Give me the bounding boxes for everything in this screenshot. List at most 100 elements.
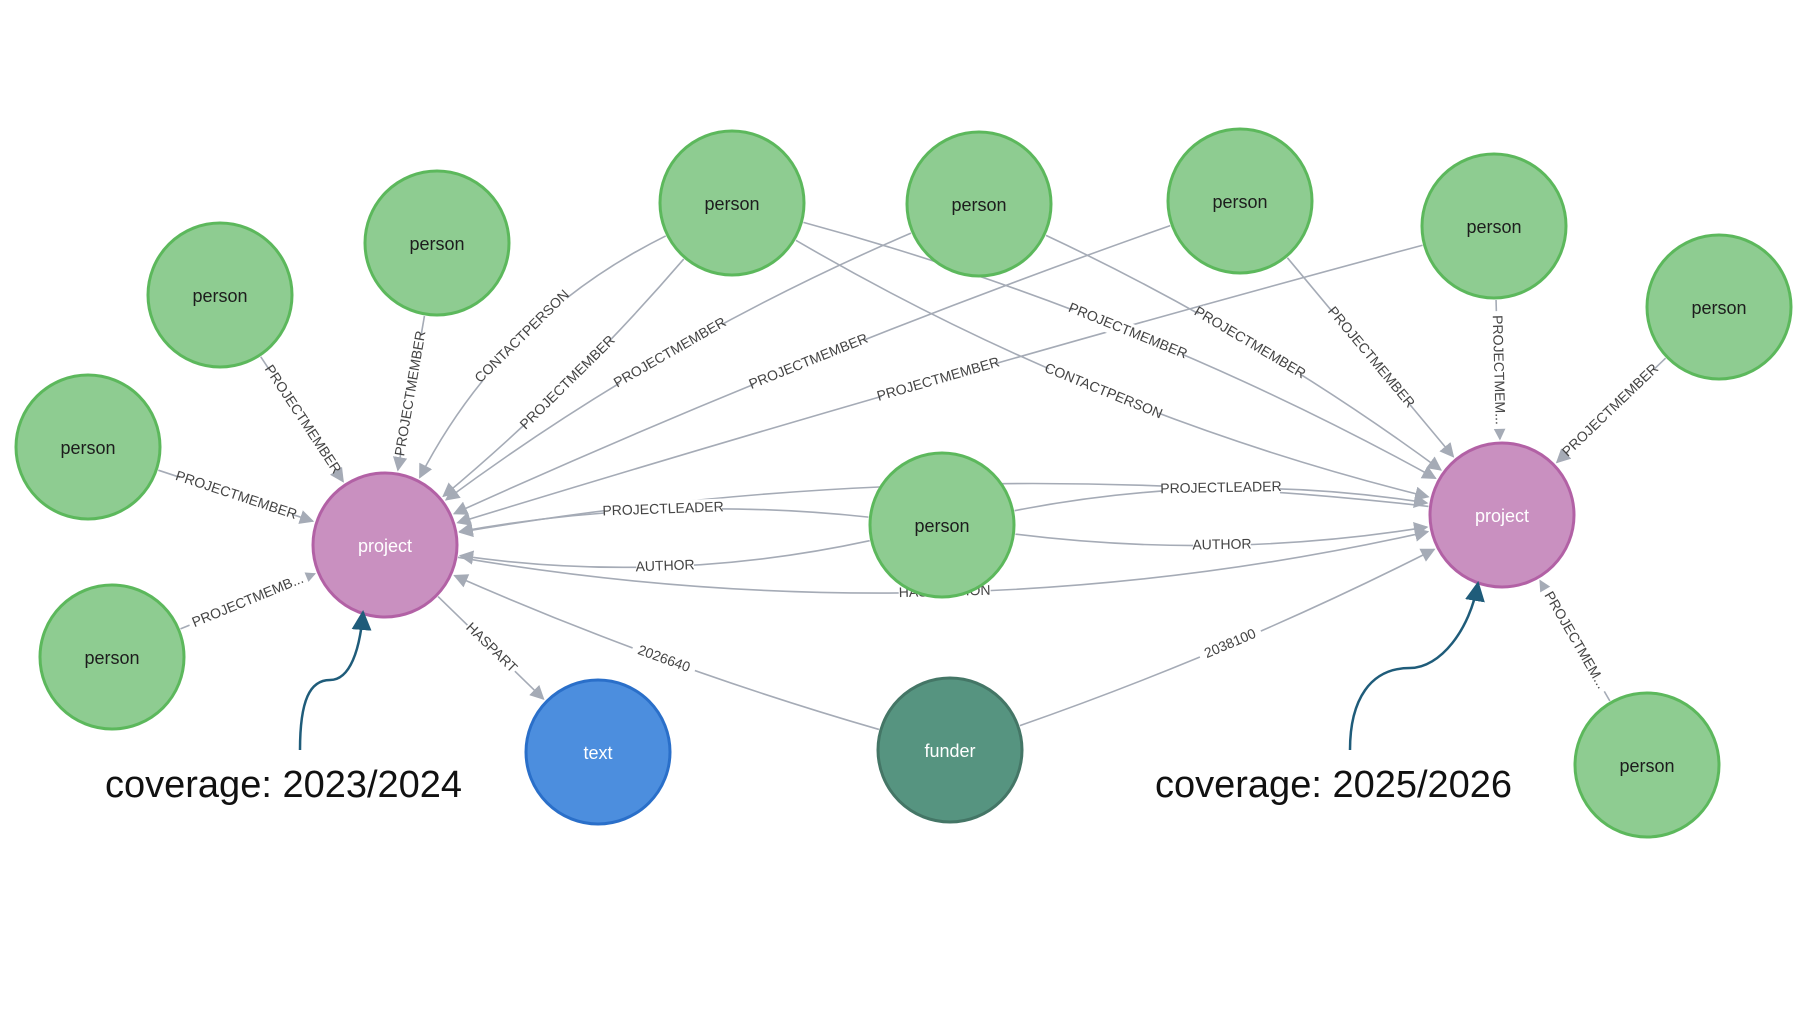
person-node-label: person	[1619, 756, 1674, 776]
edge-label-background	[392, 333, 430, 454]
edge-label-background	[603, 498, 723, 521]
person-node-label: person	[704, 194, 759, 214]
edge-e11	[795, 239, 1430, 501]
person-node-circle[interactable]	[363, 169, 511, 317]
person-node-label: person	[1691, 298, 1746, 318]
node-person-p5[interactable]: person	[658, 129, 806, 277]
person-node-circle[interactable]	[146, 221, 294, 369]
person-node-circle[interactable]	[905, 130, 1053, 278]
edge-label-background	[1487, 310, 1509, 430]
edge-label-background	[262, 365, 343, 474]
edge-label: PROJECTMEMBER	[391, 329, 428, 457]
node-person-p7[interactable]: person	[1166, 127, 1314, 275]
text-node-circle[interactable]	[524, 678, 672, 826]
edge-label-group-e1: PROJECTMEMBER	[262, 362, 345, 477]
edge-label-background	[1326, 306, 1416, 409]
edge-label-group-e5: CONTACTPERSON	[471, 286, 572, 386]
edge-label: PROJECTMEMBER	[1192, 303, 1309, 382]
edge-label-background	[1196, 622, 1265, 666]
node-person-p1[interactable]: person	[146, 221, 294, 369]
node-project-proj2[interactable]: project	[1428, 441, 1576, 589]
edge-label: PROJECTMEMBER	[262, 362, 345, 477]
edge-label-background	[1562, 363, 1660, 458]
person-node-label: person	[951, 195, 1006, 215]
edge-label-group-e23: HASPART	[461, 618, 521, 678]
edge-label-group-e22: PROJECTLEADER	[1160, 478, 1282, 499]
edge-label-background	[1045, 361, 1162, 423]
edge-label-background	[1161, 478, 1281, 499]
edge-label-group-e2: PROJECTMEMBER	[391, 329, 430, 457]
edge-label-background	[750, 331, 867, 393]
person-node-label: person	[84, 648, 139, 668]
node-person-pmid[interactable]: person	[868, 451, 1016, 599]
node-person-p2[interactable]: person	[363, 169, 511, 317]
edge-label-group-e3: PROJECTMEMBER	[174, 467, 299, 523]
edge-label-group-e10: PROJECTMEMBER	[1066, 299, 1190, 362]
edge-label-group-e16: PROJECTMEM...	[1537, 584, 1613, 696]
edge-label-group-e4: PROJECTMEMB...	[186, 568, 310, 634]
edge-label-group-e11: CONTACTPERSON	[1042, 359, 1165, 423]
person-node-circle[interactable]	[868, 451, 1016, 599]
node-person-p6[interactable]: person	[905, 130, 1053, 278]
coverage-right-arrow	[1348, 581, 1485, 751]
edge-label-group-e21: AUTHOR	[1192, 535, 1252, 555]
edge-label-group-e7: PROJECTMEMBER	[611, 314, 729, 391]
edge-label-group-e25: 2038100	[1196, 622, 1265, 666]
person-node-circle[interactable]	[1420, 152, 1568, 300]
funder-node-label: funder	[924, 741, 975, 761]
edge-label-group-e8: PROJECTMEMBER	[746, 330, 870, 393]
edge-label: CONTACTPERSON	[1042, 359, 1165, 421]
edge-e10	[803, 221, 1437, 479]
edge-label-background	[1194, 305, 1305, 382]
nodes-layer: project project person person person person pe…	[14, 127, 1793, 839]
edge-label-background	[879, 355, 998, 405]
edge-label: CONTACTPERSON	[471, 286, 572, 386]
person-node-circle[interactable]	[1573, 691, 1721, 839]
edge-label-group-e15: PROJECTMEMBER	[1559, 360, 1662, 459]
edge-label-background	[177, 468, 295, 523]
funder-node-circle[interactable]	[876, 676, 1024, 824]
node-person-p4[interactable]: person	[38, 583, 186, 731]
edge-label-background	[636, 556, 695, 577]
node-person-p10[interactable]: person	[1573, 691, 1721, 839]
edge-label: 2038100	[1202, 625, 1259, 661]
edge-label: HASPART	[463, 619, 521, 676]
person-node-circle[interactable]	[1645, 233, 1793, 381]
edge-label-background	[186, 568, 310, 634]
edge-e7	[444, 232, 912, 501]
project-node-circle[interactable]	[1428, 441, 1576, 589]
person-node-circle[interactable]	[14, 373, 162, 521]
node-funder-funder[interactable]: funder	[876, 676, 1024, 824]
node-person-p3[interactable]: person	[14, 373, 162, 521]
edge-label: AUTHOR	[1192, 536, 1251, 553]
edge-label: PROJECTMEMBER	[875, 353, 1001, 403]
person-node-circle[interactable]	[1166, 127, 1314, 275]
node-text-text[interactable]: text	[524, 678, 672, 826]
edge-label-background	[474, 289, 571, 385]
edge-label-background	[1193, 535, 1251, 555]
edge-label: PROJECTLEADER	[602, 498, 724, 518]
project-node-circle[interactable]	[311, 471, 459, 619]
edge-label-group-e6: PROJECTMEMBER	[516, 332, 618, 432]
edge-label: AUTHOR	[635, 556, 695, 574]
edge-label-group-e19: PROJECTLEADER	[602, 498, 724, 521]
edge-label-background	[1537, 584, 1613, 696]
edge-label-group-e14: PROJECTMEM...	[1487, 310, 1509, 430]
node-person-p8[interactable]: person	[1420, 152, 1568, 300]
person-node-label: person	[1212, 192, 1267, 212]
person-node-label: person	[1466, 217, 1521, 237]
person-node-label: person	[192, 286, 247, 306]
node-person-p9[interactable]: person	[1645, 233, 1793, 381]
person-node-circle[interactable]	[38, 583, 186, 731]
edge-label: PROJECTMEMBER	[174, 467, 299, 522]
edge-label: PROJECTMEMBER	[1066, 299, 1190, 361]
person-node-label: person	[914, 516, 969, 536]
edge-label: PROJECTLEADER	[1160, 478, 1282, 496]
edge-label-group-e24: 2026640	[629, 639, 698, 680]
edge-label: PROJECTMEMBER	[1559, 360, 1662, 459]
person-node-label: person	[60, 438, 115, 458]
edge-label: PROJECTMEM...	[1541, 588, 1610, 691]
node-project-proj1[interactable]: project	[311, 471, 459, 619]
person-node-circle[interactable]	[658, 129, 806, 277]
